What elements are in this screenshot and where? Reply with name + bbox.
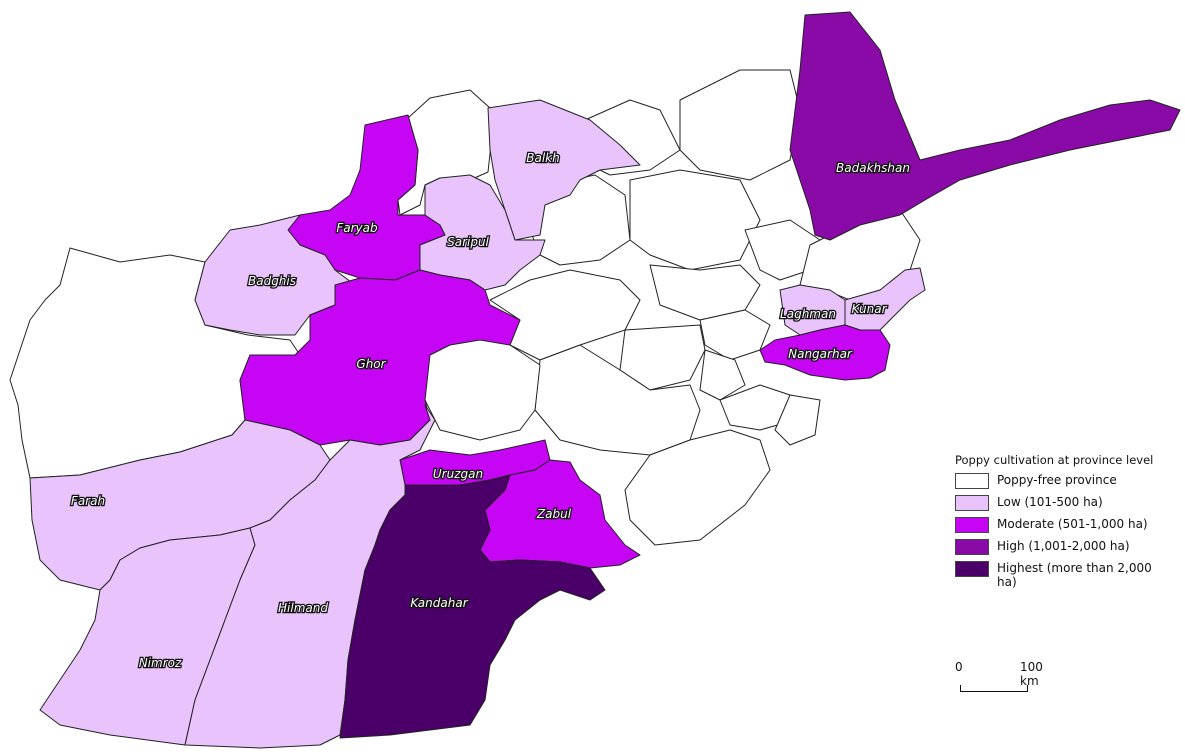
province-nangarhar[interactable]	[759, 324, 891, 381]
province-khost[interactable]	[774, 394, 821, 446]
province-baghlan[interactable]	[629, 169, 761, 271]
legend-item-low: Low (101-500 ha)	[955, 495, 1180, 511]
province-takhar[interactable]	[679, 69, 801, 181]
label-kunar: Kunar	[851, 302, 887, 316]
label-kandahar: Kandahar	[410, 596, 468, 610]
legend-title: Poppy cultivation at province level	[955, 453, 1154, 467]
province-ghazni[interactable]	[534, 344, 701, 456]
province-labels: Badakhshan Balkh Faryab Saripul Badghis …	[70, 150, 912, 672]
province-paktika[interactable]	[624, 429, 771, 546]
map-legend: Poppy cultivation at province level Popp…	[955, 453, 1180, 595]
province-kandahar[interactable]	[339, 474, 606, 739]
scale-bar: 0 100 km	[955, 660, 1065, 720]
legend-item-highest: Highest (more than 2,000 ha)	[955, 561, 1180, 589]
label-nimroz: Nimroz	[139, 656, 182, 670]
scale-start-label: 0	[955, 660, 963, 674]
legend-swatch	[955, 473, 989, 489]
legend-label: Low (101-500 ha)	[997, 495, 1103, 509]
legend-label: Highest (more than 2,000 ha)	[997, 561, 1152, 589]
label-nangarhar: Nangarhar	[788, 347, 853, 361]
legend-label: High (1,001-2,000 ha)	[997, 539, 1130, 553]
label-balkh: Balkh	[526, 151, 559, 165]
label-uruzgan: Uruzgan	[433, 467, 483, 481]
legend-item-poppy-free: Poppy-free province	[955, 473, 1180, 489]
label-farah: Farah	[71, 494, 105, 508]
legend-swatch	[955, 495, 989, 511]
classified-provinces	[29, 11, 1181, 749]
legend-item-moderate: Moderate (501-1,000 ha)	[955, 517, 1180, 533]
legend-swatch	[955, 517, 989, 533]
province-saripul[interactable]	[419, 174, 546, 291]
label-ghor: Ghor	[356, 357, 386, 371]
label-laghman: Laghman	[780, 307, 836, 321]
scale-end-label: 100 km	[1020, 660, 1043, 688]
province-balkh[interactable]	[487, 99, 641, 241]
province-badakhshan[interactable]	[789, 11, 1181, 241]
label-badghis: Badghis	[248, 274, 296, 288]
label-zabul: Zabul	[536, 507, 572, 521]
label-hilmand: Hilmand	[278, 601, 328, 615]
label-faryab: Faryab	[336, 221, 378, 235]
label-saripul: Saripul	[447, 235, 489, 249]
legend-label: Poppy-free province	[997, 473, 1117, 487]
scale-bar-line	[960, 685, 1028, 692]
label-badakhshan: Badakhshan	[836, 161, 910, 175]
legend-swatch	[955, 539, 989, 555]
legend-label: Moderate (501-1,000 ha)	[997, 517, 1148, 531]
province-logar[interactable]	[699, 349, 746, 401]
province-parwan[interactable]	[649, 264, 761, 321]
legend-swatch	[955, 561, 989, 577]
legend-item-high: High (1,001-2,000 ha)	[955, 539, 1180, 555]
